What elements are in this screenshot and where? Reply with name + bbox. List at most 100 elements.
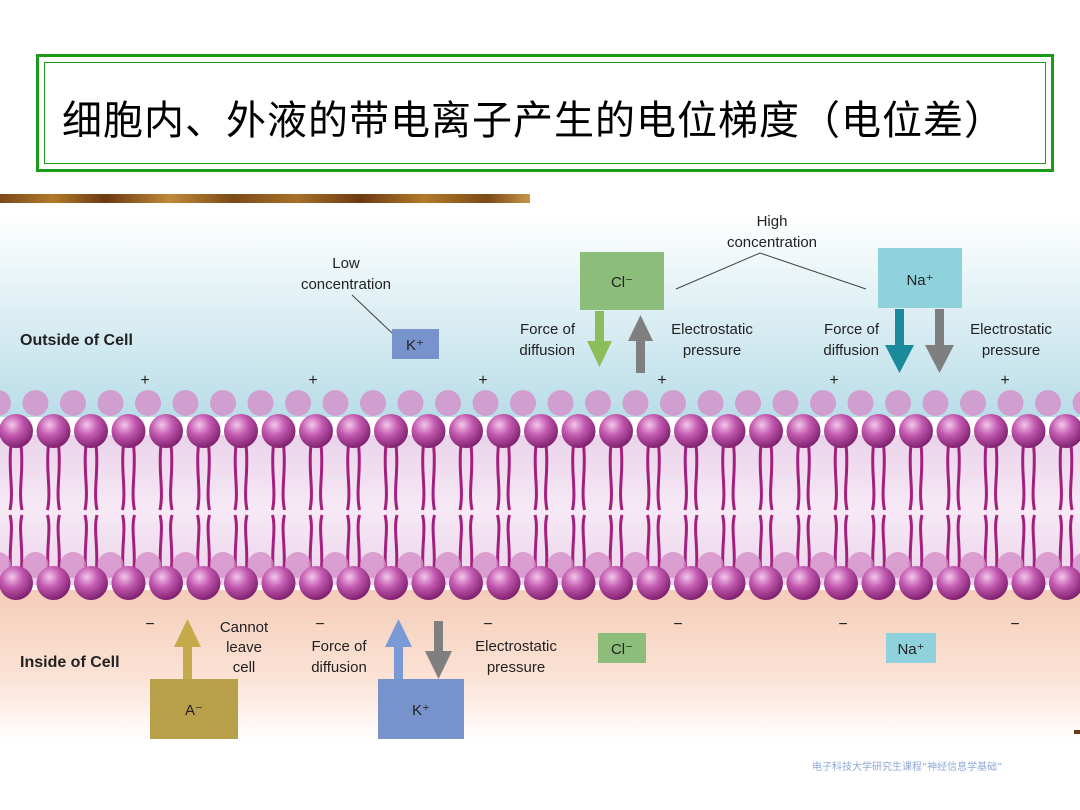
lipid-head-back-top [735, 390, 761, 416]
lipid-head-back-top [435, 390, 461, 416]
plus-sign: + [140, 372, 149, 389]
lipid-head-top [74, 414, 108, 448]
k-diffusion-label-line2: diffusion [311, 659, 367, 676]
lipid-tail [1069, 514, 1074, 576]
lipid-head-top [599, 414, 633, 448]
lipid-head-top [524, 414, 558, 448]
lipid-tail [731, 514, 736, 576]
lipid-head-top [749, 414, 783, 448]
lipid-head-top [1011, 414, 1046, 448]
decorative-strip [0, 194, 530, 203]
lipid-tail [983, 444, 988, 511]
lipid-head-bottom [1049, 566, 1080, 600]
lipid-tail [421, 444, 426, 511]
lipid-head-back-top [510, 390, 536, 416]
lipid-head-bottom [449, 566, 483, 600]
lipid-tail [1031, 514, 1036, 576]
lipid-head-top [936, 414, 971, 448]
lipid-tail [319, 444, 324, 511]
lipid-tail [946, 444, 951, 511]
na-inside-label: Na⁺ [897, 641, 924, 658]
lipid-tail [281, 444, 286, 511]
lipid-head-bottom [599, 566, 633, 600]
a-cannot-leave-arrow [174, 619, 201, 679]
lipid-head-bottom [524, 566, 558, 600]
low-concentration-line1: Low [332, 255, 360, 272]
lipid-tail [1021, 444, 1026, 511]
cl-outside-box [580, 252, 664, 310]
page-title: 细胞内、外液的带电离子产生的电位梯度（电位差） [62, 98, 1005, 144]
lipid-head-bottom [36, 566, 71, 600]
lipid-head-back-top [847, 390, 874, 416]
inside-charge-signs: −−−−−− [145, 616, 1019, 633]
plus-sign: + [308, 372, 317, 389]
lipid-tail [908, 444, 913, 511]
lipid-tail [356, 514, 361, 576]
k-inside-box [378, 679, 464, 739]
lipid-tail [319, 514, 324, 576]
lipid-tail [496, 444, 501, 511]
lipid-head-back-top [97, 390, 124, 416]
lipid-tail [83, 444, 88, 511]
lipid-head-top [674, 414, 708, 448]
lipid-tail [683, 444, 688, 511]
lipid-tail [206, 444, 211, 511]
lipid-head-back-top [547, 390, 574, 416]
k-inside-label: K⁺ [412, 702, 430, 719]
lipid-head-back-top [397, 390, 424, 416]
inside-label: Inside of Cell [20, 654, 120, 671]
lipid-tail [469, 444, 474, 511]
lipid-tail [431, 444, 436, 511]
lipid-tail [1031, 444, 1036, 511]
lipid-head-bottom [261, 566, 296, 600]
low-concentration-line2: concentration [301, 276, 391, 293]
cl-electrostatic-arrow [628, 315, 653, 373]
lipid-tail [731, 444, 736, 511]
k-electrostatic-label-line1: Electrostatic [475, 638, 557, 655]
lipid-head-top [299, 414, 333, 448]
lipid-tail [244, 444, 249, 511]
lipid-head-top [899, 414, 933, 448]
lipid-head-back-top [1035, 390, 1061, 416]
lipid-head-top [561, 414, 596, 448]
lipid-tail [919, 514, 924, 576]
lipid-tail [769, 514, 774, 576]
lipid-tail [19, 444, 24, 511]
lipid-tail [844, 444, 849, 511]
lipid-head-top [186, 414, 221, 448]
lipid-tail [619, 444, 624, 511]
lipid-head-bottom [711, 566, 746, 600]
lipid-head-back-top [285, 390, 311, 416]
lipid-head-back-top [922, 390, 949, 416]
membrane-core [0, 435, 1080, 585]
lipid-tail [796, 444, 801, 511]
plus-sign: + [1000, 372, 1009, 389]
k-outside-label: K⁺ [406, 337, 424, 354]
lipid-head-back-top [622, 390, 649, 416]
lipid-tail [506, 514, 511, 576]
lipid-head-back-top [772, 390, 799, 416]
lipid-head-back-top [135, 390, 161, 416]
lipid-tail [383, 444, 388, 511]
lipid-head-back-top [322, 390, 349, 416]
lipid-head-top [111, 414, 146, 448]
lipid-head-bottom [186, 566, 221, 600]
lipid-tail [544, 514, 549, 576]
membrane-potential-diagram: Outside of Cell Inside of Cell ++++++ −−… [0, 213, 1080, 740]
lipid-tail [769, 444, 774, 511]
lipid-head-top [636, 414, 671, 448]
lipid-tail [56, 444, 61, 511]
low-concentration-pointer [351, 294, 393, 334]
lipid-head-back-top [0, 390, 11, 416]
lipid-head-top [1049, 414, 1080, 448]
lipid-tail [56, 514, 61, 576]
lipid-tail [956, 514, 961, 576]
lipid-tail [608, 444, 613, 511]
lipid-head-top [336, 414, 371, 448]
lipid-head-bottom [561, 566, 596, 600]
lipid-head-top [261, 414, 296, 448]
lipid-head-bottom [1011, 566, 1046, 600]
lipid-tail [1069, 444, 1074, 511]
lipid-head-bottom [111, 566, 146, 600]
lipid-tail [919, 444, 924, 511]
